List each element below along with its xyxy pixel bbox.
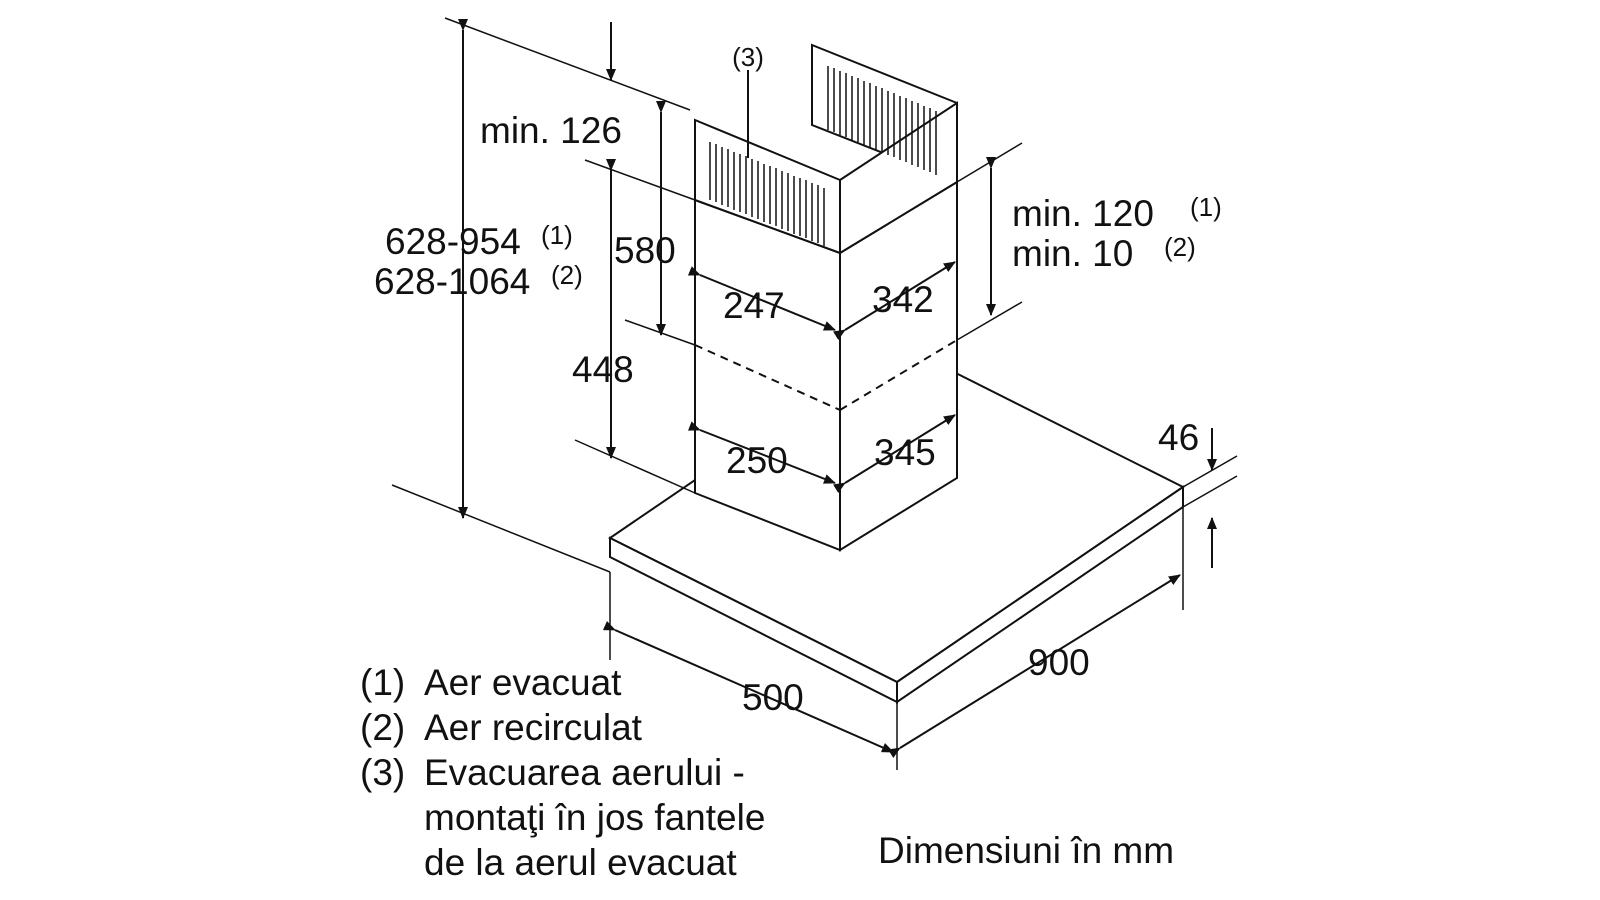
dim-label-lower-width: 250: [726, 440, 788, 481]
dim-arrow-lower-width: [687, 421, 836, 484]
chimney-joint-line: [694, 344, 841, 411]
legend: (1) Aer evacuat (2) Aer recirculat (3) E…: [360, 660, 765, 885]
dim-note-min-ceiling-2: (2): [1164, 232, 1196, 262]
legend-item: (1) Aer evacuat: [360, 660, 765, 705]
exhaust-slots-front: [709, 142, 825, 246]
dim-arrow-width: [888, 574, 1181, 759]
callout-label-3: (3): [732, 42, 764, 72]
dim-note-total-height-recirc: (2): [551, 260, 583, 290]
dim-arrow-lower-depth: [833, 414, 956, 494]
lower-chimney-front: [694, 198, 841, 552]
dim-note-min-ceiling-1: (1): [1190, 192, 1222, 222]
dim-label-total-height: 628-954: [385, 221, 521, 262]
legend-item: (3) Evacuarea aerului -: [360, 750, 765, 795]
legend-number: (2): [360, 707, 406, 748]
dim-arrow-depth: [602, 621, 894, 753]
dim-label-upper-chimney: 580: [614, 230, 676, 271]
dim-label-min-ceiling-2: min. 10: [1012, 233, 1133, 274]
dim-label-min-ceiling-1: min. 120: [1012, 193, 1154, 234]
legend-number: (1): [360, 662, 406, 703]
dim-arrow-upper-width: [687, 266, 836, 331]
dimension-arrows: [458, 19, 1217, 759]
dim-label-canopy-height: 46: [1158, 417, 1199, 458]
dim-label-min-top: min. 126: [480, 110, 622, 151]
dim-label-lower-depth: 345: [874, 432, 936, 473]
dim-note-total-height: (1): [541, 220, 573, 250]
dim-label-depth: 500: [742, 677, 804, 718]
legend-text: Evacuarea aerului -: [424, 752, 745, 793]
dim-label-upper-width: 247: [723, 285, 785, 326]
dimension-labels: (3) min. 126 628-954 (1) 628-1064 (2) 58…: [374, 42, 1222, 718]
legend-text: Aer evacuat: [424, 662, 622, 703]
chimney-joint-line: [839, 339, 958, 411]
dim-label-width: 900: [1028, 642, 1090, 683]
dim-label-lower-chimney: 448: [572, 349, 634, 390]
legend-continuation: montaţi în jos fantele: [424, 797, 766, 838]
units-note: Dimensiuni în mm: [878, 830, 1175, 871]
dim-label-upper-depth: 342: [872, 279, 934, 320]
legend-number: (3): [360, 752, 406, 793]
exhaust-slots-back: [827, 66, 937, 175]
legend-item: (2) Aer recirculat: [360, 705, 765, 750]
legend-continuation: de la aerul evacuat: [424, 842, 737, 883]
dim-label-total-height-recirc: 628-1064: [374, 261, 530, 302]
extension-lines: [391, 17, 1238, 770]
dim-arrow-upper-depth: [833, 261, 956, 341]
legend-text: Aer recirculat: [424, 707, 642, 748]
